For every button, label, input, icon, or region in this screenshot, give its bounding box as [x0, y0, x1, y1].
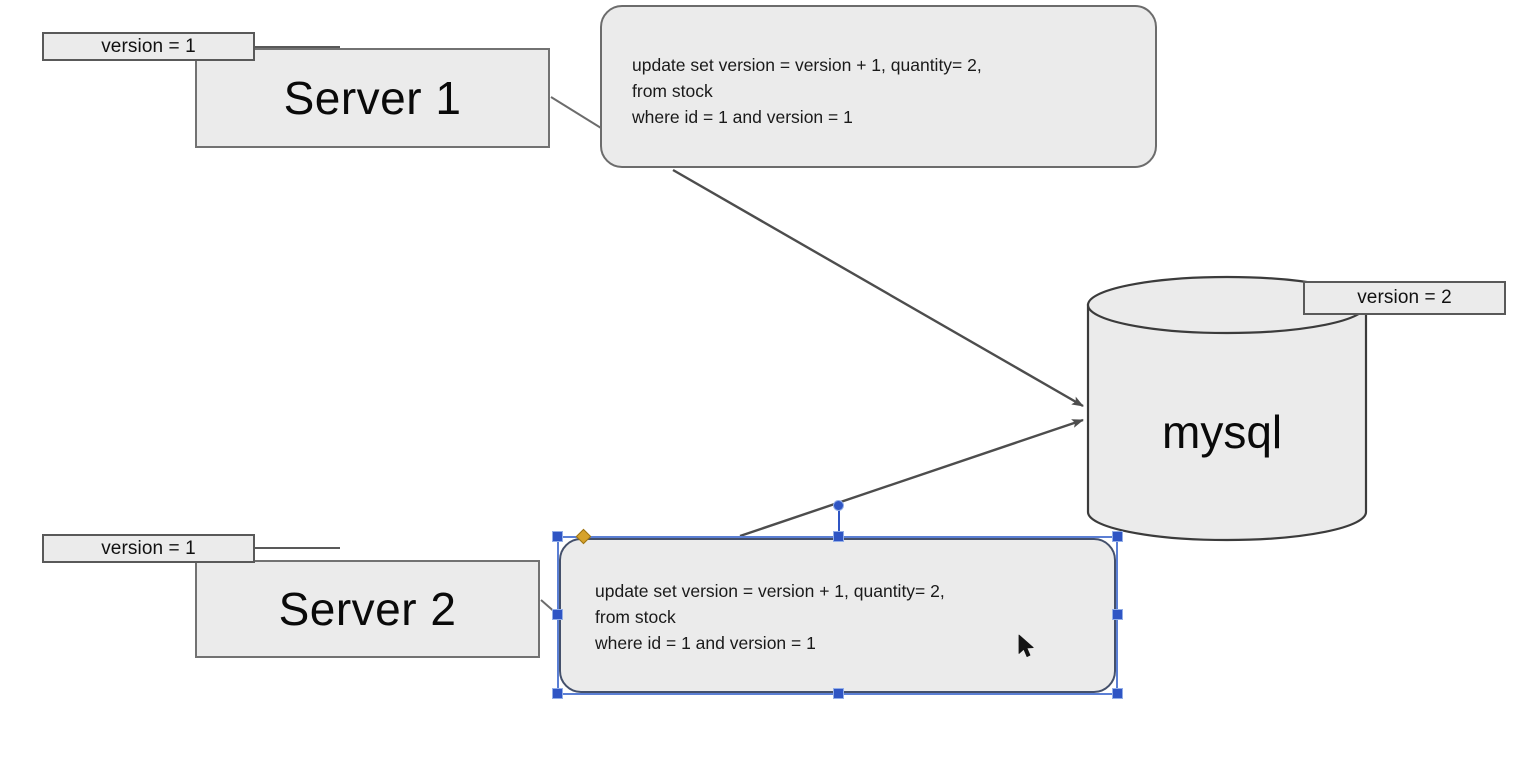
- rotate-handle-stem: [838, 506, 840, 537]
- resize-handle-bottom-left[interactable]: [552, 688, 563, 699]
- badge-database-version: version = 2: [1303, 281, 1506, 315]
- resize-handle-top-center[interactable]: [833, 531, 844, 542]
- sql-text-server1-line2: from stock: [632, 81, 713, 101]
- database-label: mysql: [1162, 406, 1283, 458]
- mouse-pointer-icon: [1018, 634, 1034, 657]
- resize-handle-middle-left[interactable]: [552, 609, 563, 620]
- resize-handle-bottom-center[interactable]: [833, 688, 844, 699]
- node-server1-label: Server 1: [283, 72, 462, 124]
- resize-handle-top-left[interactable]: [552, 531, 563, 542]
- sql-text-server2-line3: where id = 1 and version = 1: [595, 633, 816, 653]
- badge-server1-version: version = 1: [42, 32, 255, 61]
- resize-handle-top-right[interactable]: [1112, 531, 1123, 542]
- arrow-server2-query-to-mysql: [739, 418, 1084, 538]
- node-server1[interactable]: Server 1: [195, 48, 550, 148]
- connector-server1-to-query: [550, 96, 602, 129]
- rotate-handle-icon[interactable]: [833, 500, 844, 511]
- arrow-server1-query-to-mysql: [672, 168, 1084, 408]
- sql-text-server1-line1: update set version = version + 1, quanti…: [632, 55, 982, 75]
- cylinder-body: [1086, 303, 1368, 542]
- sql-box-server1[interactable]: [600, 5, 1157, 168]
- badge-server2-version: version = 1: [42, 534, 255, 563]
- node-server2-label: Server 2: [278, 583, 457, 635]
- resize-handle-middle-right[interactable]: [1112, 609, 1123, 620]
- sql-text-server1-line3: where id = 1 and version = 1: [632, 107, 853, 127]
- sql-text-server2-line2: from stock: [595, 607, 676, 627]
- node-server2[interactable]: Server 2: [195, 560, 540, 658]
- resize-handle-bottom-right[interactable]: [1112, 688, 1123, 699]
- sql-text-server2-line1: update set version = version + 1, quanti…: [595, 581, 945, 601]
